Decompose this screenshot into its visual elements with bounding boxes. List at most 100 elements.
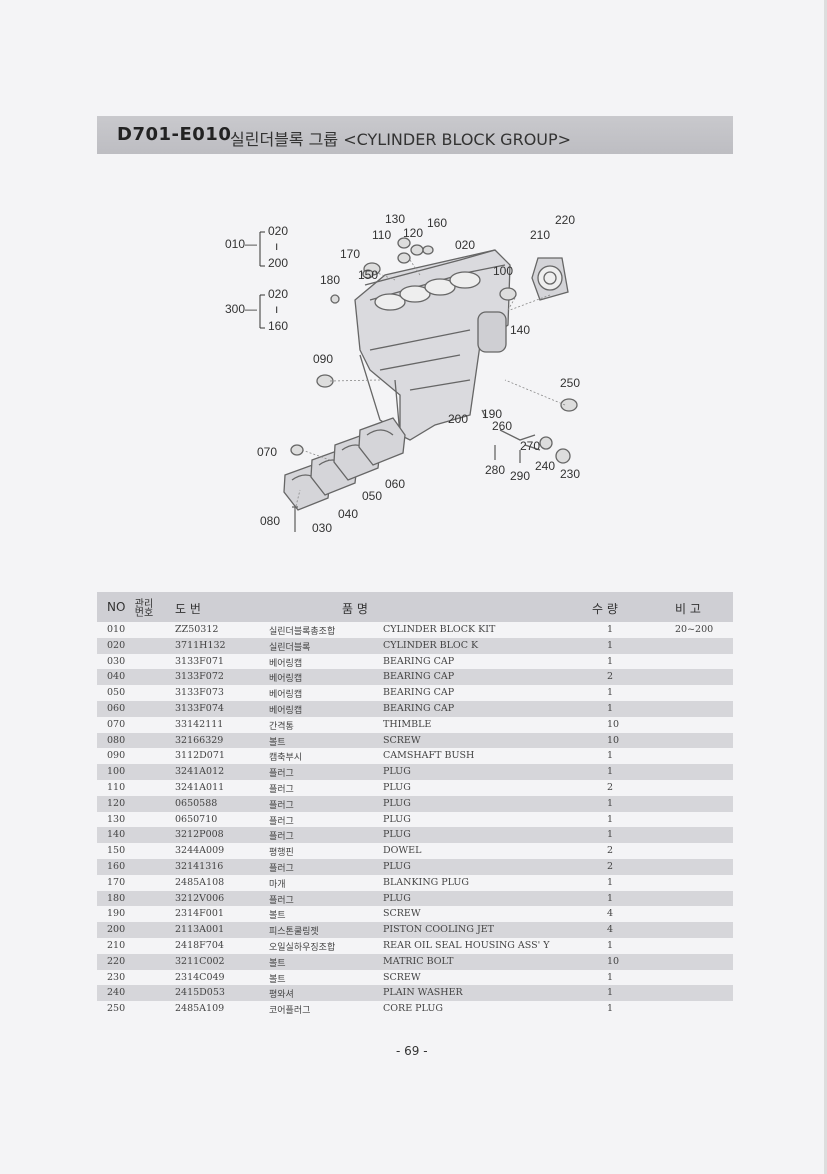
row-part-no: 33142111 [175, 718, 224, 730]
row-no: 140 [107, 829, 126, 841]
row-no: 220 [107, 955, 126, 967]
svg-text:140: 140 [510, 323, 530, 337]
row-no: 230 [107, 971, 126, 983]
row-korean-name: 볼트 [269, 958, 286, 969]
row-english-name: PISTON COOLING JET [383, 924, 495, 936]
row-part-no: 2314C049 [175, 971, 225, 983]
row-no: 170 [107, 876, 126, 888]
row-korean-name: 실린더블록 [269, 642, 311, 653]
svg-text:150: 150 [358, 268, 378, 282]
row-part-no: 3133F073 [175, 687, 224, 699]
row-no: 070 [107, 718, 126, 730]
row-part-no: 0650588 [175, 797, 218, 809]
row-qty: 1 [607, 813, 614, 825]
row-qty: 4 [607, 908, 614, 920]
col-name: 품 명 [342, 602, 368, 616]
svg-text:100: 100 [493, 264, 513, 278]
row-english-name: MATRIC BOLT [383, 955, 454, 967]
row-no: 180 [107, 892, 126, 904]
row-no: 050 [107, 687, 126, 699]
svg-text:230: 230 [560, 467, 580, 481]
row-qty: 2 [607, 860, 614, 872]
row-no: 160 [107, 860, 126, 872]
row-qty: 1 [607, 876, 614, 888]
title-bar: D701-E010 실린더블록 그룹 <CYLINDER BLOCK GROUP… [97, 116, 733, 154]
svg-text:160: 160 [268, 319, 288, 333]
row-korean-name: 캠축부시 [269, 753, 303, 764]
row-part-no: 3241A012 [175, 766, 225, 778]
svg-text:270: 270 [520, 439, 540, 453]
row-remarks: 20~200 [675, 624, 714, 635]
row-qty: 2 [607, 781, 614, 793]
col-no: NO [107, 600, 126, 614]
row-part-no: 2485A108 [175, 876, 225, 888]
row-korean-name: 베어링캡 [269, 674, 303, 685]
row-no: 240 [107, 987, 126, 999]
row-english-name: PLUG [383, 781, 411, 793]
page-edge [824, 0, 827, 1174]
row-korean-name: 간격통 [269, 721, 294, 732]
row-qty: 1 [607, 624, 614, 635]
svg-text:170: 170 [340, 247, 360, 261]
row-part-no: 3112D071 [175, 750, 225, 762]
row-qty: 1 [607, 939, 614, 951]
row-english-name: DOWEL [383, 845, 422, 857]
row-english-name: THIMBLE [383, 718, 432, 730]
svg-text:120: 120 [403, 226, 423, 240]
row-no: 190 [107, 908, 126, 920]
page-number: - 69 - [396, 1044, 428, 1058]
row-qty: 1 [607, 1003, 614, 1015]
row-qty: 1 [607, 892, 614, 904]
row-english-name: BEARING CAP [383, 671, 455, 683]
row-qty: 1 [607, 655, 614, 667]
row-korean-name: 볼트 [269, 911, 286, 922]
row-korean-name: 볼트 [269, 737, 286, 748]
row-part-no: 0650710 [175, 813, 218, 825]
row-english-name: CAMSHAFT BUSH [383, 750, 475, 762]
row-korean-name: 플러그 [269, 832, 294, 843]
row-english-name: PLUG [383, 797, 411, 809]
svg-text:240: 240 [535, 459, 555, 473]
row-no: 100 [107, 766, 126, 778]
svg-text:050: 050 [362, 489, 382, 503]
row-qty: 1 [607, 687, 614, 699]
svg-text:070: 070 [257, 445, 277, 459]
row-english-name: BLANKING PLUG [383, 876, 470, 888]
row-part-no: 3133F074 [175, 702, 224, 714]
row-part-no: 2485A109 [175, 1003, 225, 1015]
svg-text:200: 200 [448, 412, 468, 426]
row-no: 130 [107, 813, 126, 825]
row-no: 250 [107, 1003, 126, 1015]
col-remarks: 비 고 [675, 602, 701, 616]
row-english-name: CYLINDER BLOCK KIT [383, 624, 496, 635]
row-qty: 10 [607, 734, 620, 746]
row-no: 010 [107, 624, 126, 635]
row-part-no: 3244A009 [175, 845, 225, 857]
svg-text:290: 290 [510, 469, 530, 483]
svg-text:220: 220 [555, 213, 575, 227]
table-header: NO 관리번호 도 번 품 명 수 량 비 고 [97, 592, 733, 622]
row-korean-name: 실린더블록총조합 [269, 627, 336, 637]
row-english-name: PLUG [383, 892, 411, 904]
row-english-name: BEARING CAP [383, 687, 455, 699]
svg-text:260: 260 [492, 419, 512, 433]
svg-text:020: 020 [455, 238, 475, 252]
svg-text:200: 200 [268, 256, 288, 270]
row-qty: 2 [607, 671, 614, 683]
row-korean-name: 코어플러그 [269, 1006, 311, 1017]
